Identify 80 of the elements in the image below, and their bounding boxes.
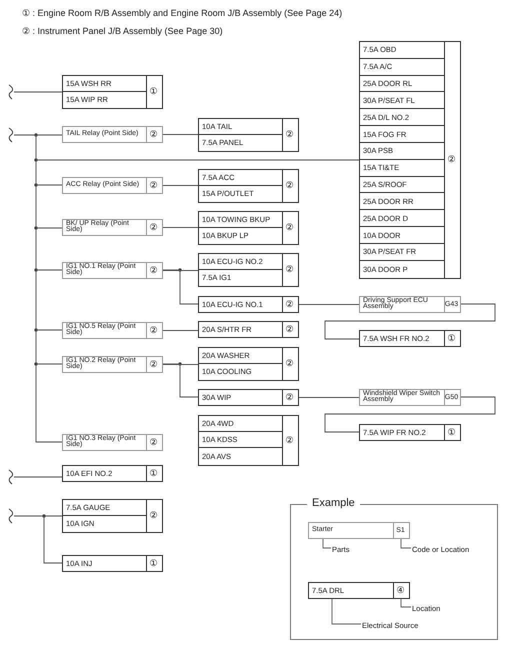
location-number: ② [148, 264, 159, 278]
location-number: ① [148, 558, 159, 570]
location-number: ② [446, 154, 457, 167]
leader-line [400, 538, 412, 548]
frame-title: Example [307, 497, 360, 509]
leader-line [322, 538, 332, 548]
fuse-box [62, 499, 163, 533]
wire-line [36, 364, 62, 442]
component-box [308, 522, 410, 539]
fuse-box [198, 415, 299, 466]
wire-line [162, 227, 198, 228]
fuse-box [198, 211, 299, 245]
location-number: ② [148, 180, 159, 192]
location-number: ① [446, 332, 457, 346]
fuse-box [198, 389, 299, 406]
wire-line [162, 330, 198, 331]
relay-box [62, 126, 163, 143]
wire-line [162, 270, 198, 304]
relay-box [62, 356, 163, 373]
wire-line [162, 185, 198, 186]
legend-note: ① : Engine Room R/B Assembly and Engine Room J/B Assembly (See Page 24) [22, 8, 342, 18]
wire-line [14, 476, 62, 478]
wire-line [44, 516, 62, 564]
location-number: ② [148, 358, 159, 372]
relay-box [62, 219, 163, 236]
wire-line [14, 134, 62, 136]
relay-box [62, 322, 163, 339]
fuse-box [359, 424, 461, 441]
location-number: ② [284, 180, 295, 193]
fuse-box [359, 330, 461, 347]
fuse-box [308, 582, 410, 599]
location-number: ② [284, 358, 295, 371]
location-number: ② [284, 434, 295, 448]
wire-line [324, 396, 496, 432]
leader-line [400, 598, 412, 608]
relay-box [62, 262, 163, 279]
location-number: ② [284, 264, 295, 277]
location-number: ① [148, 86, 159, 99]
fuse-box [198, 321, 299, 338]
legend-note: ② : Instrument Panel J/B Assembly (See Page 30) [22, 26, 223, 36]
fuse-box [198, 253, 299, 287]
wire-line [298, 397, 360, 398]
wire-line [36, 270, 62, 330]
relay-box [62, 177, 163, 194]
wire-line [36, 134, 360, 160]
wire-line [162, 364, 198, 398]
wire-line [162, 270, 198, 271]
wire-line [162, 364, 198, 365]
component-box [359, 389, 461, 406]
fuse-box [359, 41, 461, 279]
wire-line [36, 184, 62, 228]
fuse-box [62, 555, 163, 572]
fuse-box [198, 118, 299, 152]
wire-line [36, 228, 62, 270]
location-number: ④ [395, 584, 406, 598]
component-box [359, 296, 461, 313]
fuse-box [198, 347, 299, 381]
leader-line [332, 598, 362, 624]
location-number: ② [148, 222, 159, 234]
wire-line [324, 304, 496, 340]
location-number: ① [446, 426, 457, 440]
location-number: ② [148, 324, 159, 338]
location-number: ② [148, 436, 159, 450]
location-number: ② [284, 392, 295, 404]
relay-box [62, 434, 163, 451]
location-number: ② [284, 129, 295, 142]
wire-line [36, 160, 62, 186]
wire-line [36, 330, 62, 364]
wire-line [298, 304, 360, 305]
wire-line [162, 134, 198, 135]
fuse-box [62, 465, 163, 482]
fuse-box [198, 296, 299, 313]
fuse-box [62, 75, 163, 109]
location-number: ② [148, 128, 159, 142]
location-number: ② [284, 298, 295, 312]
location-number: ② [284, 324, 295, 336]
location-number: ② [148, 510, 159, 523]
fuse-box [198, 169, 299, 203]
location-number: ② [284, 222, 295, 235]
location-number: ① [148, 468, 159, 480]
